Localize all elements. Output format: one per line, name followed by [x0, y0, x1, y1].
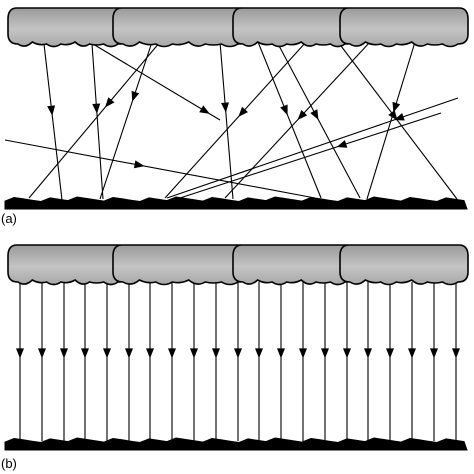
panel-b-ray-18-arrowhead	[386, 348, 394, 359]
ground-b	[4, 437, 468, 451]
rays-b	[16, 282, 460, 441]
panel-b-ray-11-arrowhead	[234, 348, 242, 359]
panel-a-label: (a)	[1, 211, 17, 226]
panel-b-ray-16-arrowhead	[343, 348, 351, 359]
panel-a-ray-5-arrowhead	[221, 102, 230, 113]
panel-b: (b)	[1, 244, 469, 471]
panel-b-ray-4-arrowhead	[81, 348, 89, 359]
panel-b-ray-5-arrowhead	[103, 348, 111, 359]
panel-a-ray-4-arrowhead	[104, 97, 115, 108]
panel-b-ray-6-arrowhead	[125, 348, 133, 359]
panel-b-ray-9-arrowhead	[190, 348, 198, 359]
panel-b-ray-10-arrowhead	[212, 348, 220, 359]
panel-b-ray-14-arrowhead	[299, 348, 307, 359]
panel-a-ray-2	[91, 43, 104, 200]
panel-a-ray-14-arrowhead	[336, 140, 348, 148]
panel-a-ray-2-arrowhead	[92, 103, 101, 114]
panel-b-ray-8-arrowhead	[168, 348, 176, 359]
panel-b-ray-20-arrowhead	[430, 348, 438, 359]
panel-b-ray-3-arrowhead	[60, 348, 68, 359]
panel-a-ray-12-arrowhead	[199, 105, 210, 114]
panel-b-ray-19-arrowhead	[408, 348, 416, 359]
panel-a-ray-13-arrowhead	[393, 112, 405, 121]
panel-b-ray-2-arrowhead	[38, 348, 46, 359]
panel-a-cloud-3	[232, 7, 356, 48]
panel-b-ground-surface	[4, 437, 468, 451]
panel-a-cloud-4	[339, 7, 469, 48]
panel-a-ray-1-arrowhead	[47, 105, 56, 116]
panel-a-cloud-1	[7, 7, 129, 48]
ground-a	[4, 196, 468, 210]
panel-b-label: (b)	[1, 456, 17, 471]
panel-b-ray-21-arrowhead	[452, 348, 460, 359]
panel-b-ray-1-arrowhead	[16, 348, 24, 359]
panel-a-cloud-2	[112, 7, 249, 48]
panel-a-ray-15	[4, 139, 316, 199]
panel-a-ray-12	[92, 43, 221, 121]
panel-a-ray-6-arrowhead	[280, 104, 288, 116]
panel-b-cloud-1	[7, 244, 129, 286]
rays-a	[4, 41, 459, 201]
panel-a-ray-3	[99, 41, 153, 200]
clouds-a	[7, 7, 469, 48]
panel-a-ray-8	[164, 41, 307, 199]
panel-a-ray-10-arrowhead	[297, 109, 308, 120]
panel-a-ray-13	[166, 97, 459, 199]
panel-a: (a)	[1, 7, 469, 226]
clouds-b	[7, 244, 469, 286]
panel-a-ray-14	[179, 112, 442, 199]
panel-b-ray-15-arrowhead	[321, 348, 329, 359]
panel-b-ray-13-arrowhead	[277, 348, 285, 359]
panel-a-ray-1	[43, 43, 63, 201]
panel-a-ray-7-arrowhead	[310, 109, 319, 120]
panel-a-ray-5	[219, 41, 234, 200]
panel-a-ray-6	[257, 41, 322, 199]
panel-b-cloud-3	[232, 244, 356, 286]
panel-b-ray-7-arrowhead	[146, 348, 154, 359]
panel-b-ray-17-arrowhead	[364, 348, 372, 359]
panel-b-cloud-4	[339, 244, 469, 286]
panel-b-ray-12-arrowhead	[255, 348, 263, 359]
panel-a-ray-3-arrowhead	[131, 90, 140, 102]
panel-a-ground-surface	[4, 196, 468, 210]
panel-a-ray-15-arrowhead	[133, 160, 145, 169]
panel-a-ray-11-arrowhead	[392, 101, 401, 113]
panel-b-cloud-2	[112, 244, 249, 286]
panel-a-ray-8-arrowhead	[238, 106, 248, 117]
panel-a-ray-4	[28, 41, 161, 199]
